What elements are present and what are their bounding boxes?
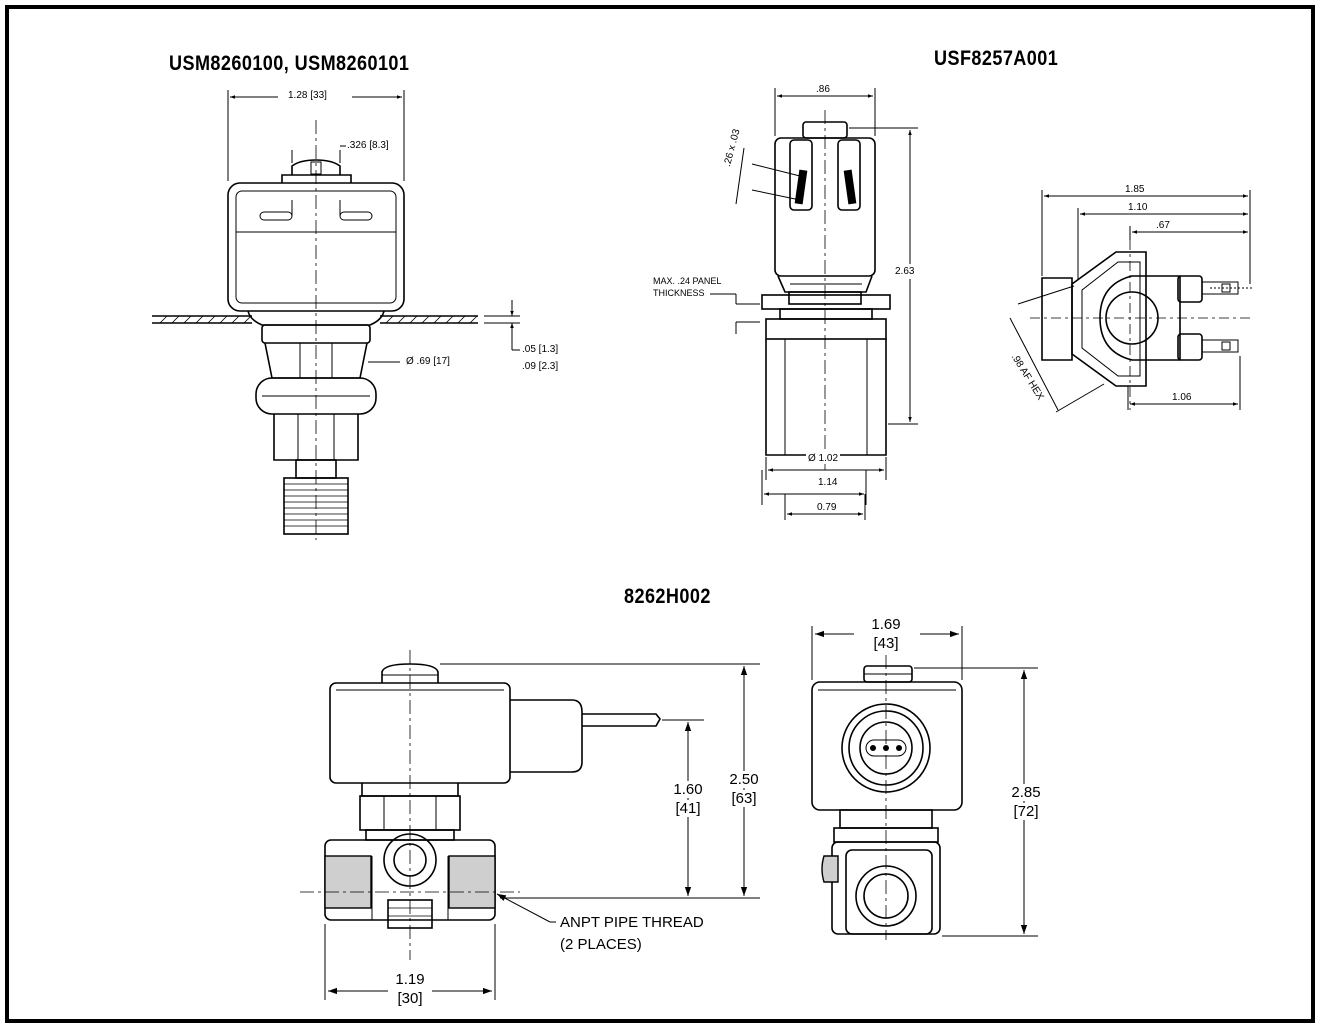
usm-panel-min-label: .05 [1.3] <box>522 344 559 355</box>
usf-width-label: .86 <box>816 84 830 95</box>
h002-thread-label-2: (2 PLACES) <box>560 936 642 953</box>
h002-width-169-mm-label: [43] <box>873 635 899 652</box>
h002-height-250-label: 2.50 <box>722 771 766 788</box>
usm-diameter-label: Ø .69 [17] <box>406 356 450 367</box>
usf-side-110-label: 1.10 <box>1128 202 1148 213</box>
usf-side-106-label: 1.06 <box>1172 392 1192 403</box>
usm-width-label: 1.28 [33] <box>285 90 330 101</box>
h002-width-169-label: 1.69 <box>871 616 901 633</box>
usf-panel-label-1: MAX. .24 PANEL <box>653 276 722 286</box>
usm-panel-max-label: .09 [2.3] <box>522 361 559 372</box>
h002-height-160-label: 1.60 <box>666 781 710 798</box>
usm-valve-drawing <box>152 90 520 540</box>
h002-title: 8262H002 <box>624 585 711 608</box>
usf-side-067-label: .67 <box>1156 220 1170 231</box>
h002-height-160-mm-label: [41] <box>666 800 710 817</box>
usf-diameter-label: Ø 1.02 <box>806 453 841 464</box>
usf-side-drawing <box>1009 190 1254 413</box>
h002-height-285-mm-label: [72] <box>1004 803 1048 820</box>
usf-width-079-label: 0.79 <box>817 502 837 513</box>
h002-width-119-mm-label: [30] <box>388 990 432 1007</box>
h002-height-250-mm-label: [63] <box>722 790 766 807</box>
usf-height-label: 2.63 <box>895 264 915 279</box>
h002-width-119-label: 1.19 <box>388 971 432 988</box>
usm-tab-label: .326 [8.3] <box>347 140 389 151</box>
h002-height-285-label: 2.85 <box>1004 784 1048 801</box>
usf-title: USF8257A001 <box>934 47 1059 70</box>
h002-thread-label-1: ANPT PIPE THREAD <box>560 914 704 931</box>
h002-side-drawing <box>811 626 1038 940</box>
usf-side-185-label: 1.85 <box>1125 184 1145 195</box>
usf-panel-label-2: THICKNESS <box>653 288 705 298</box>
usm-title: USM8260100, USM8260101 <box>169 52 410 75</box>
sheet-border <box>5 5 1315 1023</box>
usf-width-114-label: 1.14 <box>816 477 840 488</box>
h002-front-drawing <box>300 650 760 1000</box>
